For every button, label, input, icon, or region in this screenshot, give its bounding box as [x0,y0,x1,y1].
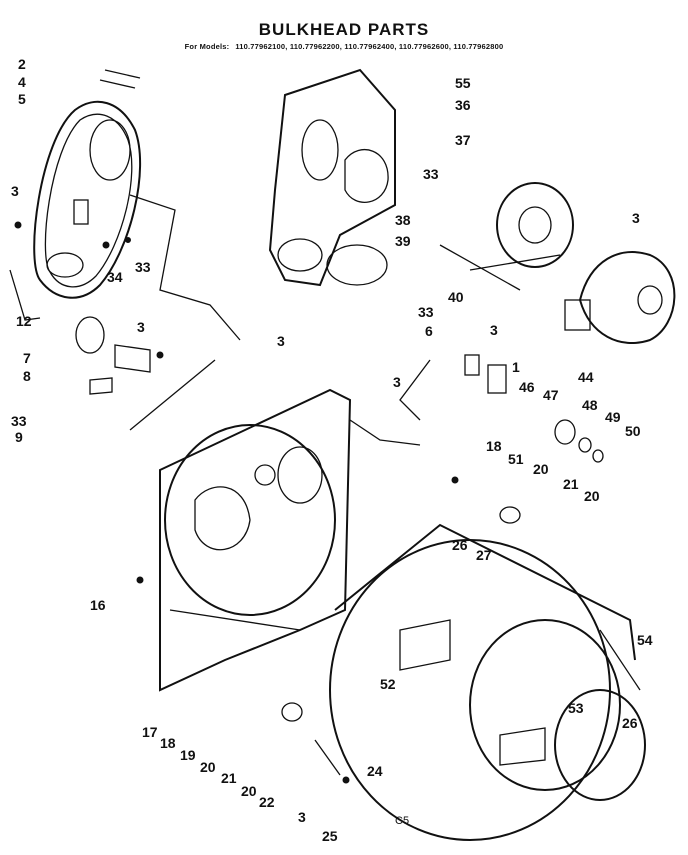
callout-52: 52 [380,676,396,692]
callout-2: 2 [18,56,26,72]
callout-26: 26 [622,715,638,731]
callout-38: 38 [395,212,411,228]
blower-assembly [439,182,676,345]
callout-12: 12 [16,313,32,329]
callout-20: 20 [200,759,216,775]
callout-40: 40 [448,289,464,305]
callout-47: 47 [543,387,559,403]
callout-22: 22 [259,794,275,810]
front-bulkhead-top [268,68,396,287]
callout-18: 18 [486,438,502,454]
models-list: 110.77962100, 110.77962200, 110.77962400… [235,42,504,51]
callout-3: 3 [393,374,401,390]
callout-36: 36 [455,97,471,113]
callout-18: 18 [160,735,176,751]
leader-lines [129,194,641,691]
callout-20: 20 [533,461,549,477]
callout-3: 3 [277,333,285,349]
callout-33: 33 [11,413,27,429]
callout-54: 54 [637,632,653,648]
callout-1: 1 [512,359,520,375]
model-numbers: For Models: 110.77962100, 110.77962200, 1… [0,42,688,51]
callout-44: 44 [578,369,594,385]
callout-33: 33 [135,259,151,275]
callout-5: 5 [18,91,26,107]
callout-37: 37 [455,132,471,148]
callout-27: 27 [476,547,492,563]
callout-16: 16 [90,597,106,613]
callout-3: 3 [11,183,19,199]
callout-3: 3 [632,210,640,226]
door-switch-parts [451,354,604,524]
small-parts-left [9,221,164,395]
callout-51: 51 [508,451,524,467]
callout-21: 21 [221,770,237,786]
callout-4: 4 [18,74,26,90]
callout-39: 39 [395,233,411,249]
callout-19: 19 [180,747,196,763]
callout-26: 26 [452,537,468,553]
callout-33: 33 [423,166,439,182]
callout-53: 53 [568,700,584,716]
front-bulkhead-panel [159,388,352,692]
callout-50: 50 [625,423,641,439]
callout-49: 49 [605,409,621,425]
callout-3: 3 [298,809,306,825]
footer-mark: C5 [395,815,410,827]
models-label: For Models: [184,42,230,51]
callout-6: 6 [425,323,433,339]
callout-20: 20 [584,488,600,504]
callout-55: 55 [455,75,471,91]
callout-9: 9 [15,429,23,445]
callout-34: 34 [107,269,123,285]
drum-assembly [329,523,646,841]
callout-7: 7 [23,350,31,366]
callout-20: 20 [241,783,257,799]
lower-small-parts [136,576,350,784]
callout-17: 17 [142,724,158,740]
rear-duct-assembly [33,69,142,299]
callout-24: 24 [367,763,383,779]
callout-3: 3 [490,322,498,338]
callout-21: 21 [563,476,579,492]
callout-8: 8 [23,368,31,384]
callout-33: 33 [418,304,434,320]
callout-46: 46 [519,379,535,395]
diagram-title: BULKHEAD PARTS [258,20,430,39]
callout-25: 25 [322,828,338,844]
callout-48: 48 [582,397,598,413]
callout-3: 3 [137,319,145,335]
